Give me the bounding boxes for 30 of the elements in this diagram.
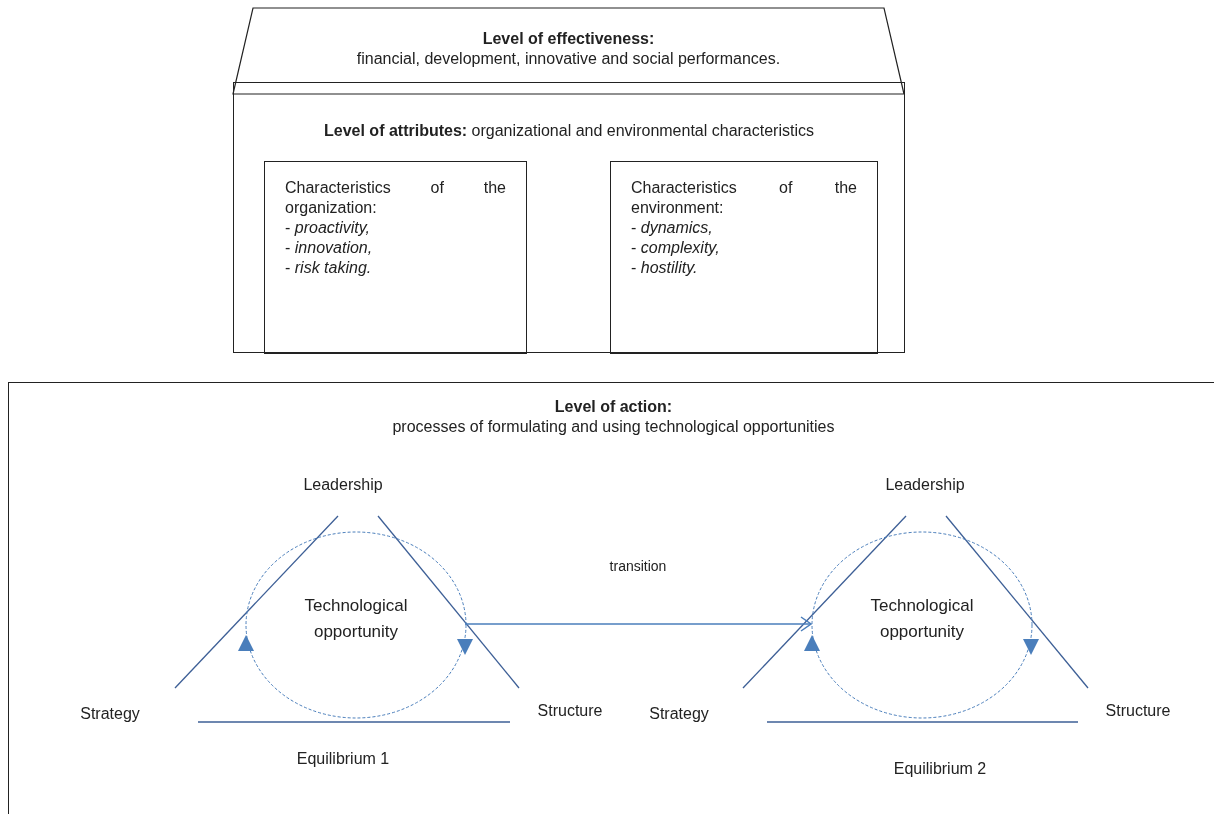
action-panel <box>8 382 1214 814</box>
vertex-label: Equilibrium 1 <box>296 750 390 768</box>
arrow <box>464 616 812 632</box>
body-text: - innovation, <box>285 238 374 258</box>
node-text: Level of attributes: organizational and environmental characteristics <box>323 121 815 141</box>
edge-label: transition <box>609 558 667 574</box>
vertex-label: Equilibrium 2 <box>893 760 987 778</box>
heading: Level of effectiveness: <box>481 29 656 49</box>
vertex-label: Leadership <box>885 476 965 494</box>
vertex-label: Strategy <box>80 705 140 723</box>
heading: Level of action: <box>553 397 674 417</box>
vertex-label: Structure <box>1105 702 1171 720</box>
vertex-label: Leadership <box>303 476 383 494</box>
body-text: - dynamics, <box>631 218 714 238</box>
body-text: - complexity, <box>631 238 721 258</box>
body-text: financial, development, innovative and social performances. <box>355 49 782 69</box>
characteristics-box <box>610 161 878 354</box>
vertex-label: Structure <box>537 702 603 720</box>
body-text: - hostility. <box>631 258 699 278</box>
node-text: Technological opportunity <box>303 595 409 643</box>
node-text: Characteristics of the organization: <box>285 178 506 218</box>
body-text: processes of formulating and using technological opportunities <box>391 417 836 437</box>
roof-trapezoid <box>232 7 905 95</box>
node-text: Characteristics of the environment: <box>631 178 857 218</box>
body-text: - proactivity, <box>285 218 372 238</box>
node-text: Technological opportunity <box>869 595 975 643</box>
characteristics-box <box>264 161 527 354</box>
attributes-panel <box>233 82 905 353</box>
body-text: - risk taking. <box>285 258 373 278</box>
vertex-label: Strategy <box>649 705 709 723</box>
